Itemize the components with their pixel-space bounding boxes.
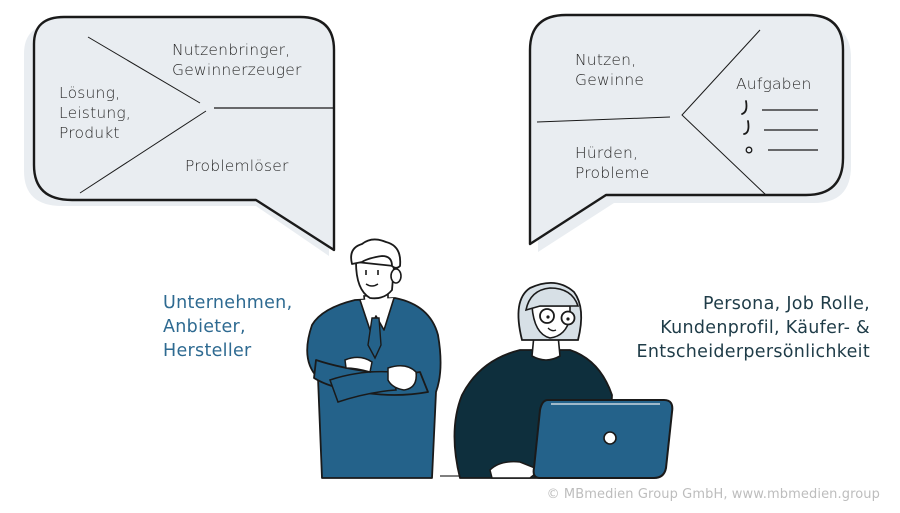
left-bubble-bottom-right-text: Problemlöser: [185, 157, 289, 175]
woman-figure: [453, 282, 674, 479]
right-bubble-bottom-left-text: Hürden, Probleme: [575, 143, 650, 183]
text-line: Gewinnerzeuger: [172, 61, 302, 79]
right-bubble-top-left-text: Nutzen, Gewinne: [575, 50, 644, 90]
text-line: Entscheiderpersönlichkeit: [636, 342, 870, 362]
left-speech-bubble: [24, 15, 336, 256]
checkmark-icon: [743, 120, 750, 135]
right-speech-bubble: [528, 13, 851, 252]
persona-label: Persona, Job Rolle, Kundenprofil, Käufer…: [637, 292, 870, 364]
copyright-notice: © MBmedien Group GmbH, www.mbmedien.grou…: [546, 487, 880, 502]
provider-label: Unternehmen, Anbieter, Hersteller: [163, 291, 292, 363]
text-line: Leistung,: [59, 104, 132, 122]
text-line: Probleme: [575, 164, 650, 182]
text-line: Hersteller: [163, 341, 252, 361]
text-line: Unternehmen,: [163, 293, 293, 313]
laptop-icon: [532, 399, 674, 479]
text-line: Produkt: [59, 124, 120, 142]
businessman-figure: [306, 238, 442, 479]
text-line: Gewinne: [575, 71, 645, 89]
left-bubble-top-right-text: Nutzenbringer, Gewinnerzeuger: [172, 40, 302, 80]
text-line: Nutzen,: [575, 51, 637, 69]
circle-icon: [745, 146, 753, 154]
text-line: Nutzenbringer,: [172, 41, 291, 59]
text-line: Hürden,: [575, 144, 639, 162]
right-bubble-tasks-title: Aufgaben: [736, 75, 812, 93]
text-line: Lösung,: [59, 84, 121, 102]
text-line: Anbieter,: [163, 317, 246, 337]
checkmark-icon: [741, 100, 748, 115]
text-line: Kundenprofil, Käufer- &: [660, 318, 870, 338]
left-bubble-center-text: Lösung, Leistung, Produkt: [59, 83, 131, 143]
text-line: Persona, Job Rolle,: [702, 294, 870, 314]
